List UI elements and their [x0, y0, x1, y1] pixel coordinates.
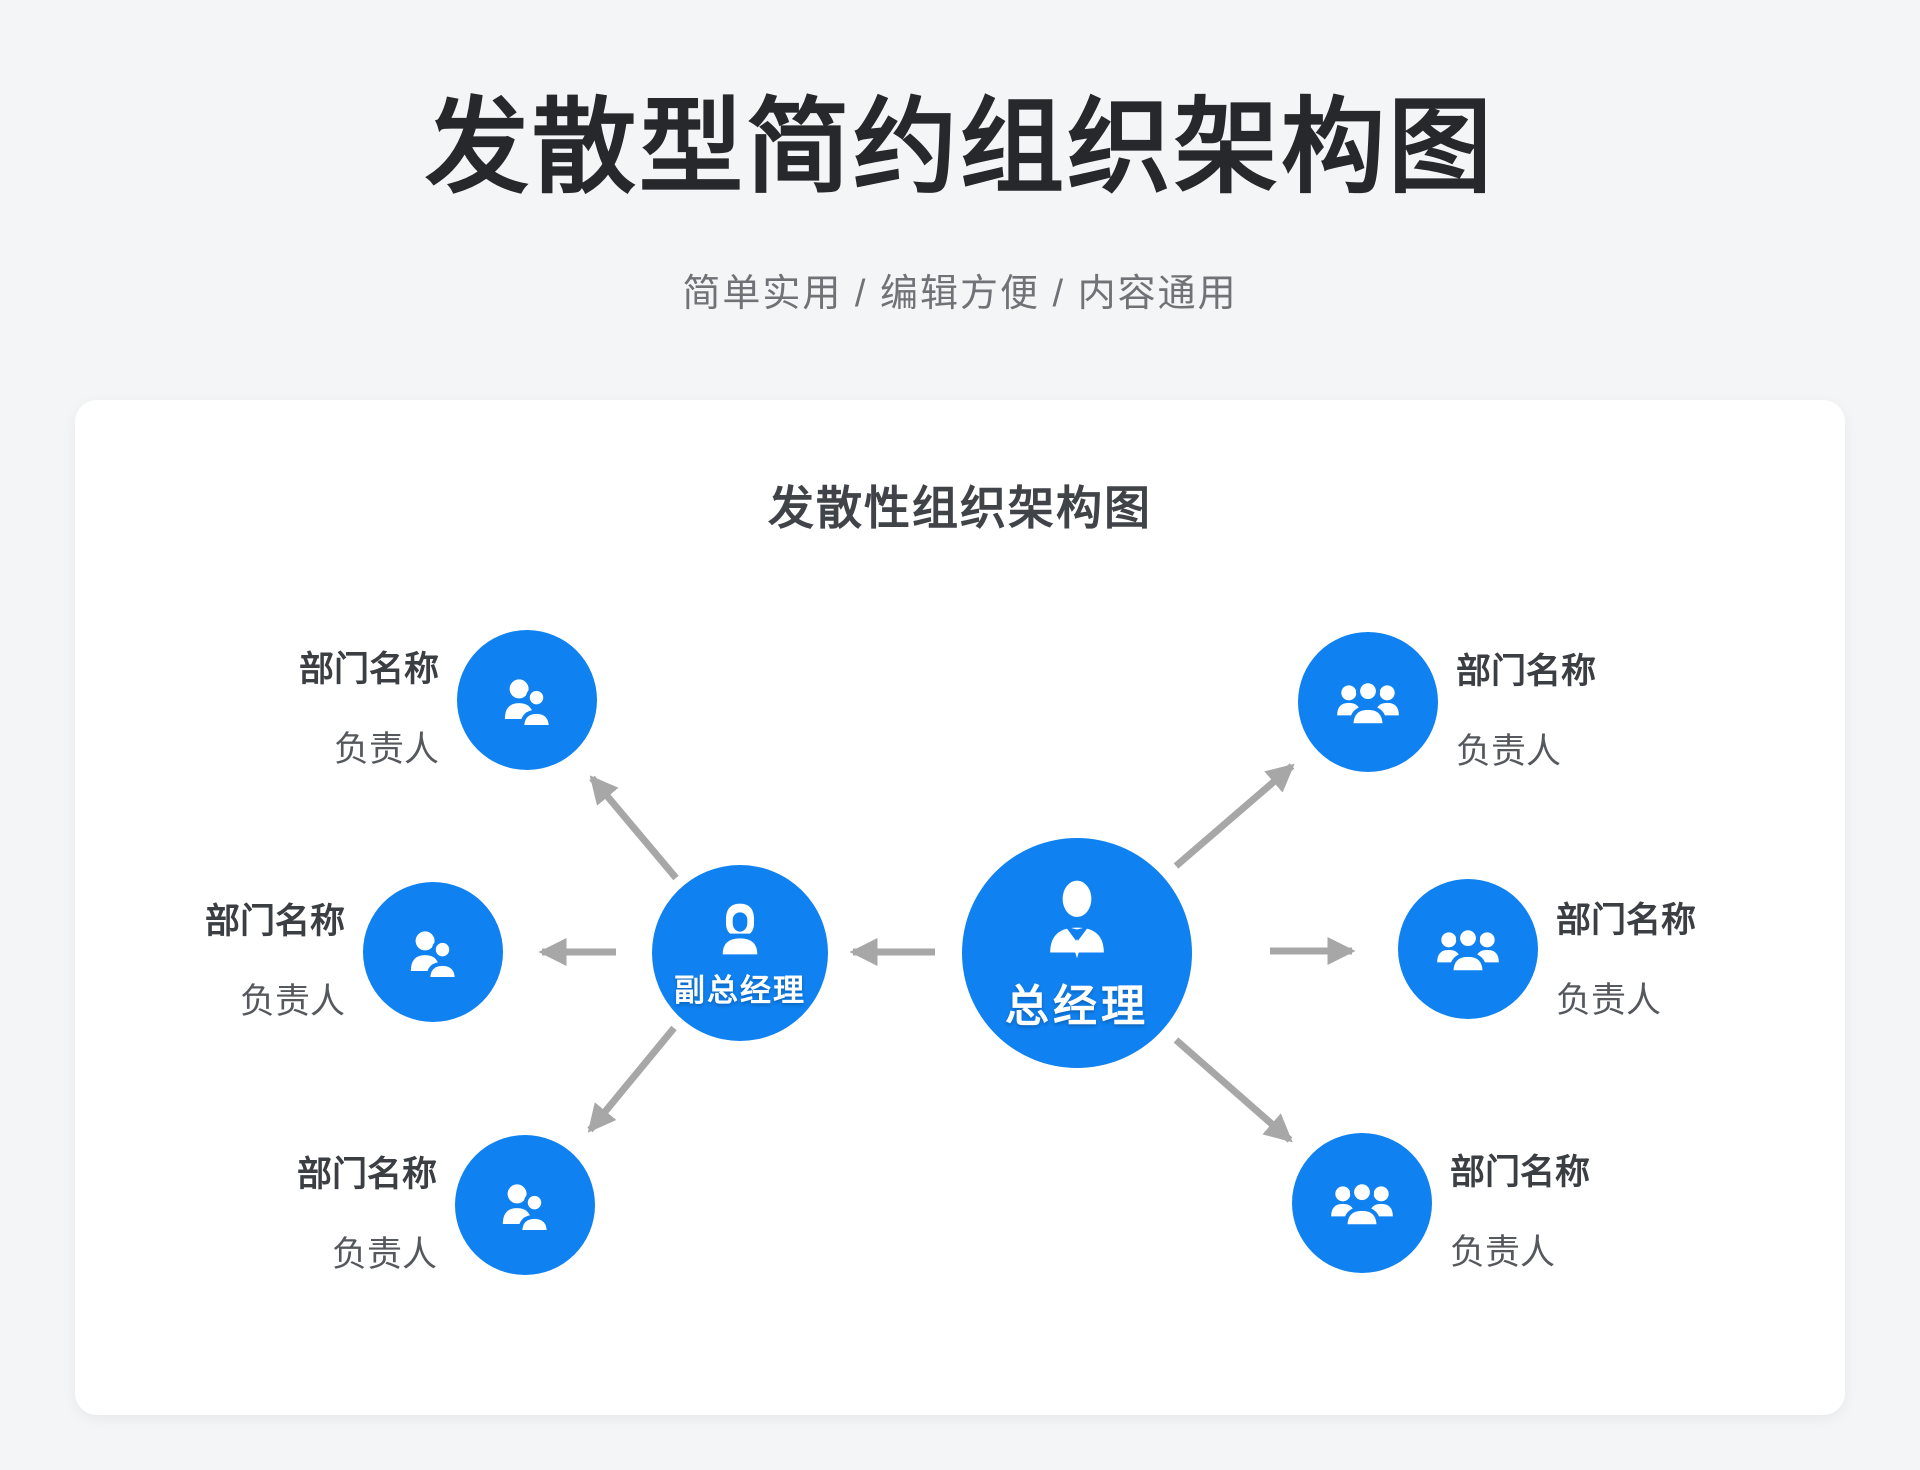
dept-labels-top-right: 部门名称 负责人 [1456, 643, 1596, 774]
two-person-group-icon [489, 662, 565, 738]
org-node-general-manager: 总经理 [962, 838, 1192, 1068]
department-manager: 负责人 [331, 1235, 437, 1274]
org-node-department-bottom-left [455, 1135, 595, 1275]
org-node-department-top-right [1298, 632, 1438, 772]
three-person-group-icon [1428, 909, 1508, 989]
dept-labels-middle-left: 部门名称 负责人 [205, 893, 345, 1024]
department-manager: 负责人 [333, 730, 439, 769]
org-node-department-middle-right [1398, 879, 1538, 1019]
org-node-department-top-left [457, 630, 597, 770]
diagram-card [75, 400, 1845, 1415]
department-manager: 负责人 [239, 982, 345, 1021]
node-label: 总经理 [1005, 982, 1149, 1031]
two-person-group-icon [395, 914, 471, 990]
two-person-group-icon [487, 1167, 563, 1243]
three-person-group-icon [1322, 1163, 1402, 1243]
businessman-icon [1031, 872, 1123, 964]
page-subtitle: 简单实用 / 编辑方便 / 内容通用 [682, 273, 1238, 315]
department-name: 部门名称 [1456, 652, 1597, 691]
three-person-group-icon [1328, 662, 1408, 742]
dept-labels-bottom-right: 部门名称 负责人 [1450, 1144, 1590, 1275]
org-node-department-middle-left [363, 882, 503, 1022]
department-name: 部门名称 [1556, 901, 1697, 940]
dept-labels-middle-right: 部门名称 负责人 [1556, 892, 1696, 1023]
org-node-deputy-general-manager: 副总经理 [652, 865, 828, 1041]
dept-labels-bottom-left: 部门名称 负责人 [297, 1146, 437, 1277]
department-manager: 负责人 [1456, 732, 1562, 771]
businesswoman-icon [708, 897, 772, 961]
department-manager: 负责人 [1556, 981, 1662, 1020]
department-name: 部门名称 [296, 1155, 437, 1194]
org-node-department-bottom-right [1292, 1133, 1432, 1273]
department-name: 部门名称 [204, 902, 345, 941]
department-name: 部门名称 [298, 650, 439, 689]
page-title: 发散型简约组织架构图 [424, 90, 1495, 206]
diagram-title: 发散性组织架构图 [768, 482, 1152, 534]
dept-labels-top-left: 部门名称 负责人 [299, 641, 439, 772]
node-label: 副总经理 [674, 972, 806, 1008]
department-name: 部门名称 [1450, 1153, 1591, 1192]
department-manager: 负责人 [1450, 1233, 1556, 1272]
